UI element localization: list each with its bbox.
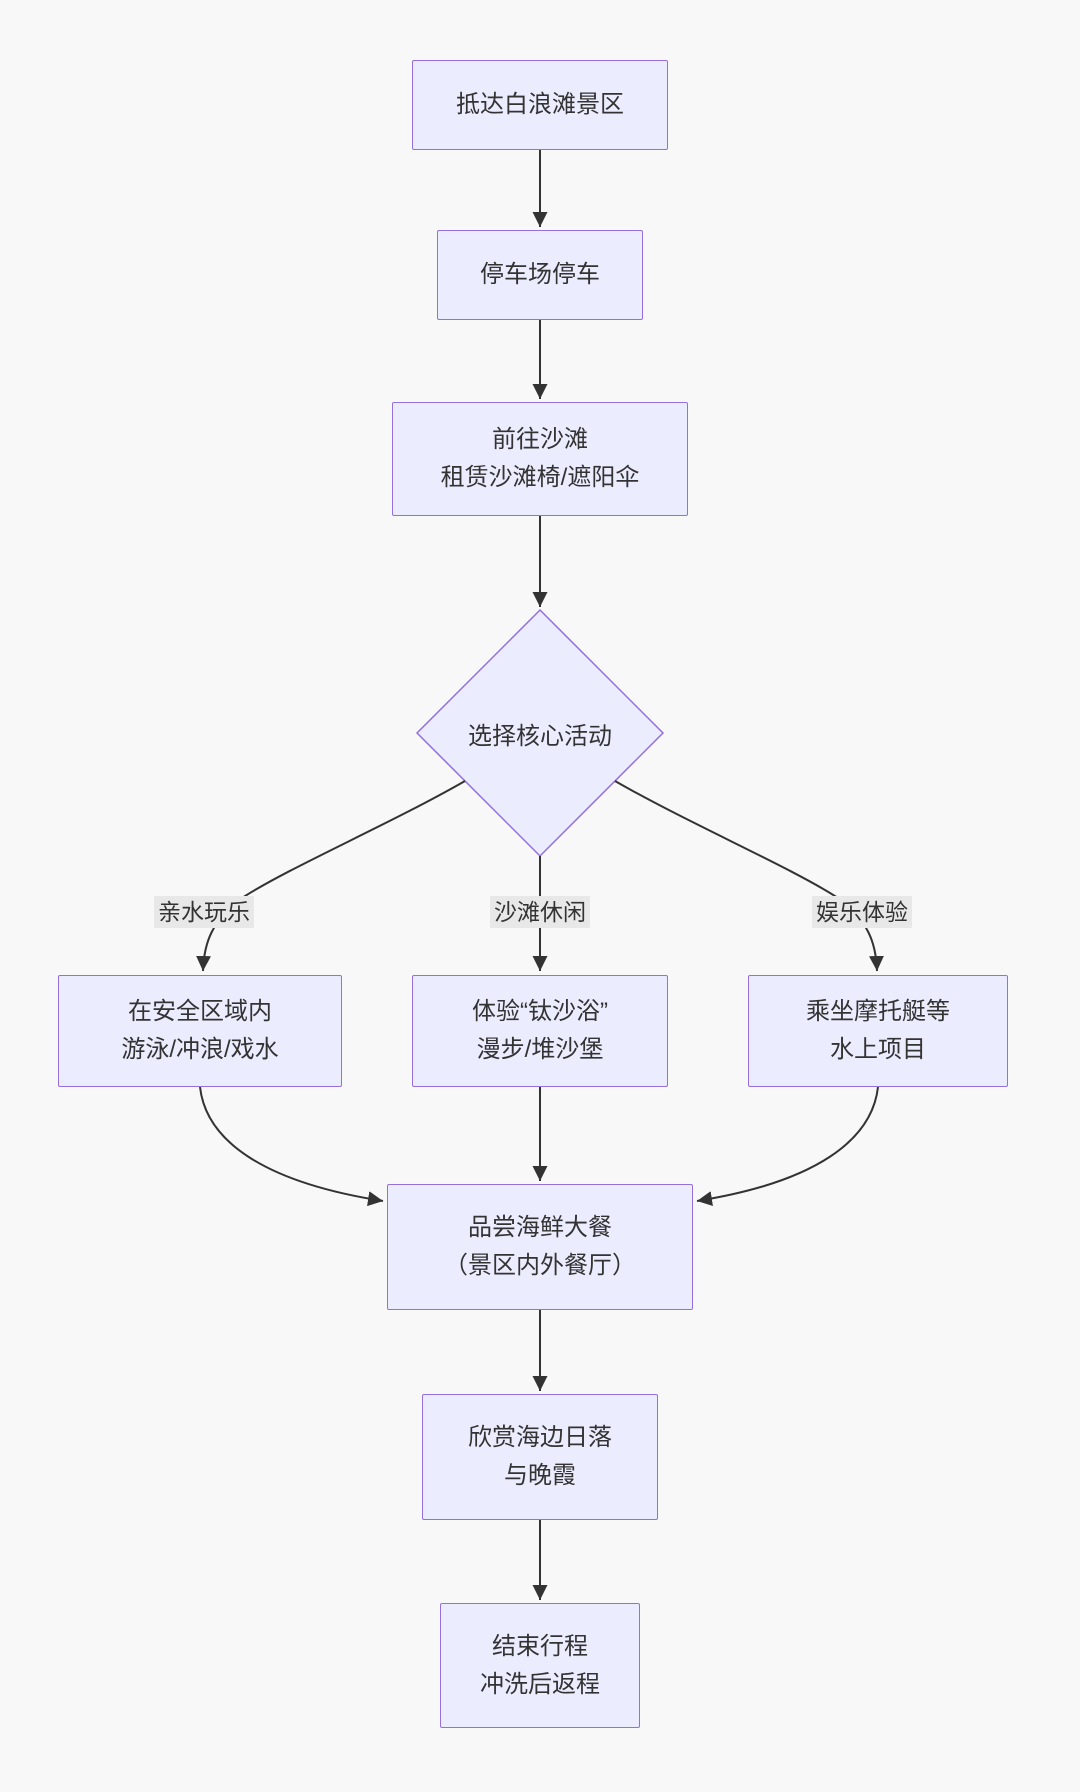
node-finish: 结束行程 冲洗后返程 xyxy=(440,1603,640,1728)
node-finish-line2: 冲洗后返程 xyxy=(480,1670,600,1698)
node-motor-line1: 乘坐摩托艇等 xyxy=(806,998,950,1025)
node-beach-line1: 前往沙滩 xyxy=(492,426,588,453)
node-beach: 前往沙滩 租赁沙滩椅/遮阳伞 xyxy=(392,402,688,516)
edge-swim-seafood xyxy=(199,1086,384,1207)
node-beach-line2: 租赁沙滩椅/遮阳伞 xyxy=(440,464,640,491)
node-finish-line1: 结束行程 xyxy=(492,1632,588,1660)
node-arrive-text: 抵达白浪滩景区 xyxy=(456,91,624,118)
node-arrive: 抵达白浪滩景区 xyxy=(412,60,668,150)
node-parking: 停车场停车 xyxy=(437,230,643,320)
node-seafood-line2: （景区内外餐厅） xyxy=(444,1252,636,1279)
node-seafood: 品尝海鲜大餐 （景区内外餐厅） xyxy=(387,1184,693,1310)
node-swim-line2: 游泳/冲浪/戏水 xyxy=(121,1036,279,1063)
node-swim: 在安全区域内 游泳/冲浪/戏水 xyxy=(58,975,342,1087)
node-seafood-line1: 品尝海鲜大餐 xyxy=(468,1214,612,1241)
edge-decision-swim xyxy=(196,780,466,972)
node-swim-line1: 在安全区域内 xyxy=(128,998,272,1025)
edge-label-entertainment: 娱乐体验 xyxy=(812,896,912,928)
node-leisure: 体验“钛沙浴” 漫步/堆沙堡 xyxy=(412,975,668,1087)
node-parking-text: 停车场停车 xyxy=(480,261,600,288)
node-decision-text: 选择核心活动 xyxy=(468,722,612,750)
node-sunset: 欣赏海边日落 与晚霞 xyxy=(422,1394,658,1520)
edge-motor-seafood xyxy=(696,1086,879,1207)
node-leisure-line2: 漫步/堆沙堡 xyxy=(476,1036,604,1063)
node-sunset-line1: 欣赏海边日落 xyxy=(468,1424,612,1451)
node-motor-line2: 水上项目 xyxy=(830,1036,926,1063)
node-decision: 选择核心活动 xyxy=(417,713,663,753)
node-motor: 乘坐摩托艇等 水上项目 xyxy=(748,975,1008,1087)
edge-label-beach-leisure: 沙滩休闲 xyxy=(490,896,590,928)
edge-decision-motor xyxy=(614,780,884,972)
node-sunset-line2: 与晚霞 xyxy=(504,1462,576,1489)
edge-label-water-fun: 亲水玩乐 xyxy=(154,896,254,928)
node-leisure-line1: 体验“钛沙浴” xyxy=(472,998,608,1025)
